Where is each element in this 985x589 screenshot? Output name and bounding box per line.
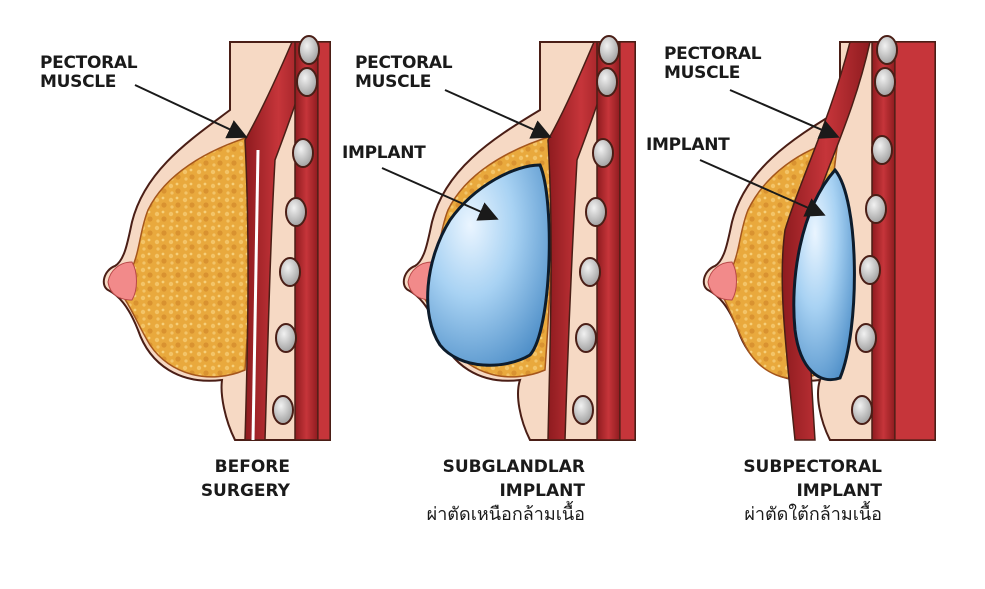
caption-before-surgery: BEFORE SURGERY (201, 455, 290, 503)
label-line: MUSCLE (40, 72, 117, 92)
caption-line: BEFORE (214, 457, 290, 477)
caption-line: IMPLANT (796, 481, 882, 501)
muscle-pointer (134, 84, 248, 139)
pectoral-muscle-label-2: PECTORAL MUSCLE (355, 53, 453, 92)
muscle-pointer (729, 89, 840, 139)
caption-thai: ผ่าตัดเหนือกล้ามเนื้อ (426, 504, 585, 525)
ribs (272, 35, 320, 425)
caption-line: SUBPECTORAL (743, 457, 882, 477)
ribs (851, 35, 898, 425)
implant-pointer (699, 159, 826, 217)
label-line: MUSCLE (355, 72, 432, 92)
implant-label-3: IMPLANT (646, 135, 730, 155)
caption-subpectoral: SUBPECTORAL IMPLANT ผ่าตัดใต้กล้ามเนื้อ (743, 455, 882, 527)
pectoral-muscle-label-1: PECTORAL MUSCLE (40, 53, 138, 92)
caption-thai: ผ่าตัดใต้กล้ามเนื้อ (744, 504, 882, 525)
label-line: PECTORAL (355, 53, 453, 73)
implant-subglandular (426, 163, 551, 367)
label-line: PECTORAL (664, 44, 762, 64)
caption-line: SURGERY (200, 481, 290, 501)
panel-subglandular (381, 35, 636, 441)
label-line: MUSCLE (664, 63, 741, 83)
implant-subpectoral (792, 167, 856, 382)
caption-line: SUBGLANDLAR (442, 457, 585, 477)
label-line: PECTORAL (40, 53, 138, 73)
ribs (572, 35, 620, 425)
muscle-pointer (444, 89, 552, 139)
caption-line: IMPLANT (499, 481, 585, 501)
implant-label-2: IMPLANT (342, 143, 426, 163)
pectoral-muscle-label-3: PECTORAL MUSCLE (664, 44, 762, 83)
implant-pointer (381, 167, 499, 221)
caption-subglandular: SUBGLANDLAR IMPLANT ผ่าตัดเหนือกล้ามเนื้… (427, 455, 585, 527)
panel-before-surgery (102, 35, 331, 441)
panel-subpectoral (699, 35, 936, 441)
